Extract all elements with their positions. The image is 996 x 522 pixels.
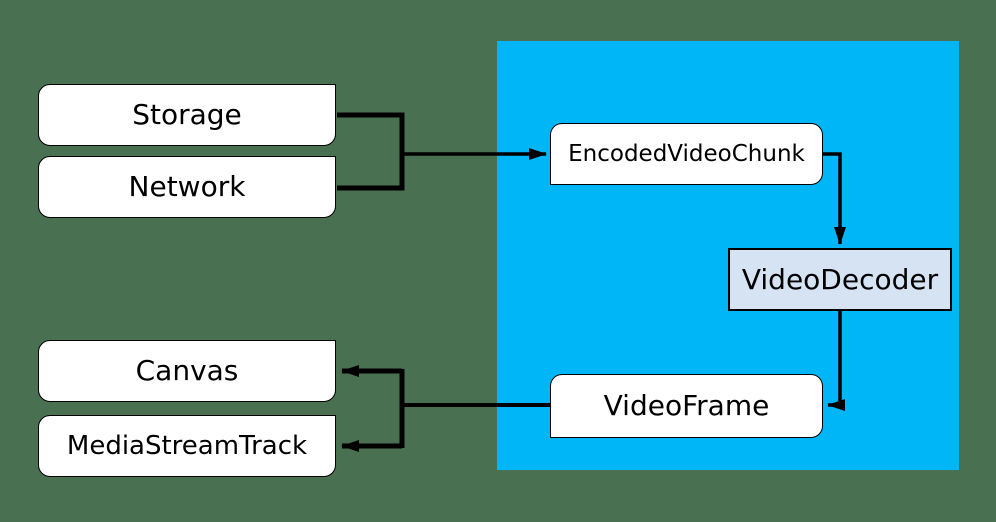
node-media-stream-track-label: MediaStreamTrack <box>66 431 308 461</box>
edge-sources-bracket <box>337 112 405 191</box>
node-video-decoder-label: VideoDecoder <box>741 262 939 296</box>
node-canvas: Canvas <box>38 340 336 402</box>
node-network: Network <box>38 156 336 218</box>
node-video-frame: VideoFrame <box>550 374 823 438</box>
node-encoded-video-chunk-label: EncodedVideoChunk <box>568 140 805 167</box>
node-storage-label: Storage <box>132 98 242 131</box>
node-video-decoder: VideoDecoder <box>728 248 952 311</box>
node-video-frame-label: VideoFrame <box>603 389 770 422</box>
edge-videodecoder-to-videoframe <box>827 311 845 411</box>
node-storage: Storage <box>38 84 336 146</box>
node-canvas-label: Canvas <box>135 354 239 387</box>
edge-encodedvideochunk-to-videodecoder <box>823 152 846 245</box>
node-network-label: Network <box>128 170 246 203</box>
node-media-stream-track: MediaStreamTrack <box>38 415 336 477</box>
node-encoded-video-chunk: EncodedVideoChunk <box>550 123 823 185</box>
